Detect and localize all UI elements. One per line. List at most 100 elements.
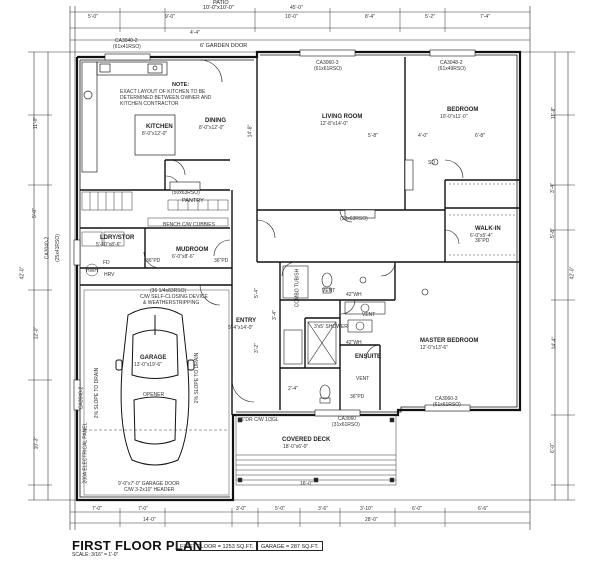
room-laundry: LDRY/STOR [100, 235, 135, 241]
room-dining-size: 8'-0"x12'-0" [199, 125, 225, 131]
room-kitchen: KITCHEN [146, 124, 173, 130]
room-living: LIVING ROOM [322, 114, 363, 120]
win-deck-tag: CA3060 [338, 416, 357, 422]
dim-bot-5: 3'-6" [318, 506, 328, 512]
dim-inner-5: 5'-4" [253, 288, 260, 298]
dim-inner-8: 2'-4" [288, 386, 298, 392]
plan-scale: SCALE: 3/16" = 1'-0" [72, 552, 119, 558]
dim-bot-4: 5'-0" [275, 506, 285, 512]
bench-label: BENCH C/W CUBBIES [163, 222, 215, 228]
room-entry-size: 5'-4"x14'-0" [228, 325, 254, 331]
note-line-1: EXACT LAYOUT OF KITCHEN TO BE [120, 89, 206, 95]
room-dining: DINING [205, 118, 226, 124]
dim-bot-8: 6'-6" [478, 506, 488, 512]
pd-entry: 36"PD [214, 258, 229, 264]
car-outline [115, 307, 195, 466]
dim-top-total: 45'-0" [290, 5, 303, 11]
room-walkin-size: 6'-0"x5'-4" [470, 233, 493, 239]
room-mudroom: MUDROOM [176, 247, 209, 253]
win-bed-tag: CA3048-2 [440, 60, 463, 66]
room-ensuite: ENSUITE [355, 354, 382, 360]
dim-left-2: 5'-0" [31, 208, 38, 218]
dim-left-1: 11'-0" [33, 116, 40, 130]
smoke-detectors [359, 158, 439, 296]
garage-header-label: C/W 3-2x10" HEADER [124, 487, 175, 493]
door-42-b: 42"WH [346, 340, 362, 346]
door-42-a: 42"WH [346, 292, 362, 298]
pantry-window: (50x63RSO) [172, 190, 200, 196]
win-side-tag: CA3040-2 [44, 236, 51, 260]
vent-3: VENT [356, 376, 370, 382]
garden-door-label: 6' GARDEN DOOR [200, 43, 248, 49]
dim-right-2: 3'-4" [549, 183, 556, 193]
dim-deck: 16'-0" [300, 481, 313, 487]
dim-right-4: 14'-4" [551, 336, 558, 350]
dim-inner-3: 4'-0" [418, 133, 428, 139]
room-master-size: 12'-0"x13'-6" [420, 345, 448, 351]
plan-title: FIRST FLOOR PLAN [72, 538, 203, 553]
room-garage: GARAGE [140, 355, 167, 361]
kitchen-counters [81, 61, 176, 173]
electrical-panel: 200A ELECTRICAL PANEL [82, 422, 89, 484]
opener-label: OPENER [143, 392, 165, 398]
room-pantry: PANTRY [182, 198, 204, 204]
win-deck-rso: (31x61RSO) [332, 422, 360, 428]
fire-door-closer: C/W SELF-CLOSING DEVICE [140, 294, 208, 300]
dim-right-3: 5'-8" [549, 228, 556, 238]
pd-walkin: 36"PD [475, 238, 490, 244]
dim-bot-1: 7'-0" [92, 506, 102, 512]
dim-right-total: 42'-0" [569, 266, 576, 280]
dim-top-5: 5'-2" [425, 14, 435, 20]
dim-top-2: 9'-0" [165, 14, 175, 20]
dim-inner-1: 14'-8" [247, 124, 254, 138]
note-title: NOTE: [172, 82, 190, 88]
dim-bot-6: 3'-10" [360, 506, 373, 512]
dim-top-4: 8'-4" [365, 14, 375, 20]
room-living-size: 12'-8"x14'-0" [320, 121, 348, 127]
fire-door-weather: & WEATHERSTRIPPING [143, 300, 200, 306]
dim-bot-total-1: 14'-0" [143, 517, 156, 523]
dim-right-1: 11'-8" [551, 106, 558, 120]
shelving [81, 191, 229, 277]
dim-top-3: 10'-0" [285, 14, 298, 20]
combo-tub: COMBO TUB/SH [294, 268, 301, 308]
dim-inner-4: 6'-8" [475, 133, 485, 139]
dim-top-1: 5'-0" [88, 14, 98, 20]
win-living-rso: (61x61RSO) [314, 66, 342, 72]
dim-bot-total-2: 28'-0" [365, 517, 378, 523]
dim-inner-6: 3'-2" [253, 343, 260, 353]
dim-top-6: 7'-4" [480, 14, 490, 20]
front-door-label: 36"DR C/W 1/3GL [238, 417, 279, 423]
win-gar-tag: CA3040-2 [78, 386, 85, 410]
room-master: MASTER BEDROOM [420, 338, 479, 344]
win-master-tag: CA3060-3 [435, 396, 458, 402]
dim-bot-2: 7'-0" [138, 506, 148, 512]
dim-left-3: 12'-0" [33, 326, 40, 340]
slope-left: 2% SLOPE TO DRAIN [94, 367, 101, 419]
dim-left-total: 42'-0" [19, 266, 26, 280]
room-kitchen-size: 8'-0"x12'-0" [142, 131, 168, 137]
room-covered-deck-size: 18'-0"x6'-0" [283, 444, 309, 450]
floor-drain: FD [103, 260, 110, 266]
door-swings [143, 59, 464, 403]
dim-inner-7: 3'-4" [271, 310, 278, 320]
room-bedroom-size: 10'-0"x11'-0" [440, 114, 468, 120]
room-garage-size: 13'-0"x19'-6" [134, 362, 162, 368]
garage-area: GARAGE = 287 SQ.FT. [257, 541, 323, 551]
room-mudroom-size: 6'-0"x8'-6" [172, 254, 195, 260]
garage-door-label: 9'-0"x7'-0" GARAGE DOOR [118, 481, 180, 487]
pd-mudroom: 36"PD [146, 258, 161, 264]
note-line-3: KITCHEN CONTRACTOR [120, 101, 179, 107]
patio-size: 10'-0"x10'-0" [203, 5, 234, 11]
room-bedroom: BEDROOM [447, 107, 479, 113]
slope-right: 2% SLOPE TO DRAIN [194, 352, 201, 404]
living-window: (50x63RSO) [340, 216, 368, 222]
win-bed-rso: (61x49RSO) [438, 66, 466, 72]
dim-right-5: 6'-0" [549, 443, 556, 453]
fire-door-rso: (36 1/4x83RSO) [150, 288, 187, 294]
room-covered-deck: COVERED DECK [282, 437, 331, 443]
win-living-tag: CA3060-3 [316, 60, 339, 66]
first-floor-area: FIRST FLOOR = 1253 SQ.FT. [176, 541, 258, 551]
dim-top-b2: 4'-4" [190, 30, 200, 36]
